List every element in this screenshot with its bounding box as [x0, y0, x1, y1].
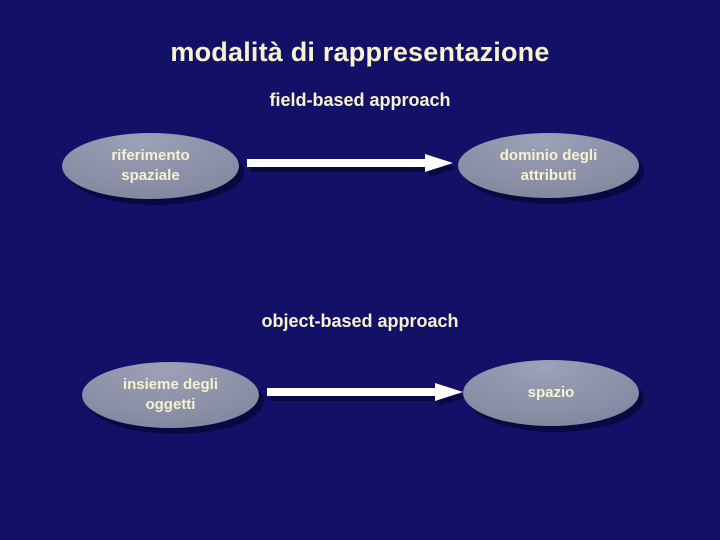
node-insieme-degli-oggetti[interactable]: insieme degli oggetti: [82, 362, 259, 428]
node-riferimento-spaziale-label: riferimento spaziale: [97, 146, 203, 186]
right-arrow-icon-field-based: [247, 154, 457, 178]
node-riferimento-spaziale[interactable]: riferimento spaziale: [62, 133, 239, 199]
node-label-line2: attributi: [520, 166, 577, 184]
section-label-object-based: object-based approach: [261, 311, 459, 331]
right-arrow-icon-object-based: [267, 383, 467, 407]
node-label-line1: dominio degli: [499, 146, 598, 164]
node-label-line2: spaziale: [121, 167, 180, 184]
node-dominio-degli-attributi[interactable]: dominio degli attributi: [458, 133, 639, 198]
node-insieme-degli-oggetti-label: insieme degli oggetti: [109, 375, 232, 415]
section-label-field-based: field-based approach: [269, 90, 451, 110]
node-label-line1: riferimento: [111, 147, 190, 165]
node-dominio-degli-attributi-label: dominio degli attributi: [486, 146, 612, 186]
node-label-line1: insieme degli: [122, 376, 219, 394]
node-label-line2: oggetti: [145, 396, 196, 413]
node-spazio-label: spazio: [527, 384, 575, 402]
page-title: modalità di rappresentazione: [170, 37, 550, 67]
node-spazio[interactable]: spazio: [463, 360, 639, 426]
